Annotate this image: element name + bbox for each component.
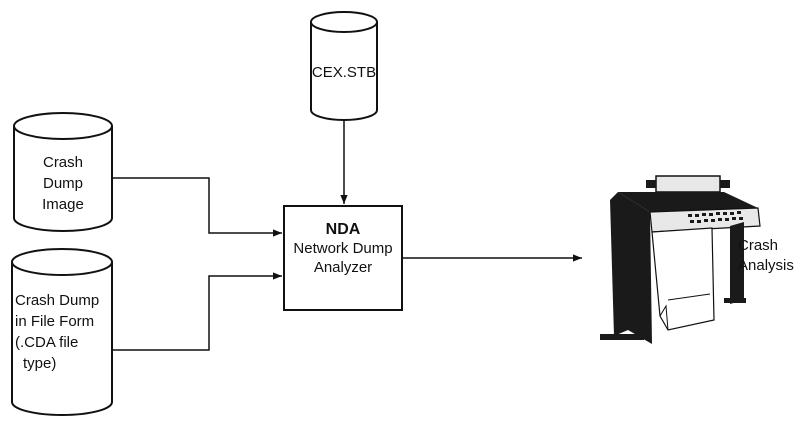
printer-terminal-icon bbox=[600, 175, 761, 344]
nda-box bbox=[283, 205, 403, 311]
crash-dump-file-line-3: (.CDA file bbox=[15, 334, 79, 351]
image-to-nda-arrow bbox=[112, 177, 282, 237]
crash-analysis-line-1: Crash bbox=[738, 237, 779, 254]
crash-dump-file-cylinder bbox=[11, 248, 113, 416]
nda-line-1: Network Dump bbox=[293, 240, 393, 257]
crash-dump-image-line-3: Image bbox=[42, 196, 84, 213]
crash-dump-image-label: Crash Dump Image bbox=[14, 152, 112, 215]
nda-title: NDA bbox=[325, 221, 361, 238]
crash-dump-image-cylinder bbox=[13, 112, 113, 232]
crash-dump-image-line-1: Crash bbox=[42, 154, 83, 171]
crash-dump-file-line-2: in File Form bbox=[15, 313, 95, 330]
nda-line-2: Analyzer bbox=[313, 259, 373, 276]
crash-dump-file-label: Crash Dump in File Form (.CDA file type) bbox=[15, 290, 115, 374]
file-to-nda-arrow bbox=[112, 272, 282, 351]
crash-dump-file-line-1: Crash Dump bbox=[15, 292, 100, 309]
crash-analysis-label: Crash Analysis bbox=[738, 236, 812, 276]
nda-label: NDA Network Dump Analyzer bbox=[284, 220, 402, 277]
crash-analysis-line-2: Analysis bbox=[738, 257, 794, 274]
crash-dump-file-line-4: type) bbox=[23, 355, 57, 372]
crash-dump-image-line-2: Dump bbox=[42, 175, 83, 192]
cex-stb-label: CEX.STB bbox=[311, 64, 377, 81]
